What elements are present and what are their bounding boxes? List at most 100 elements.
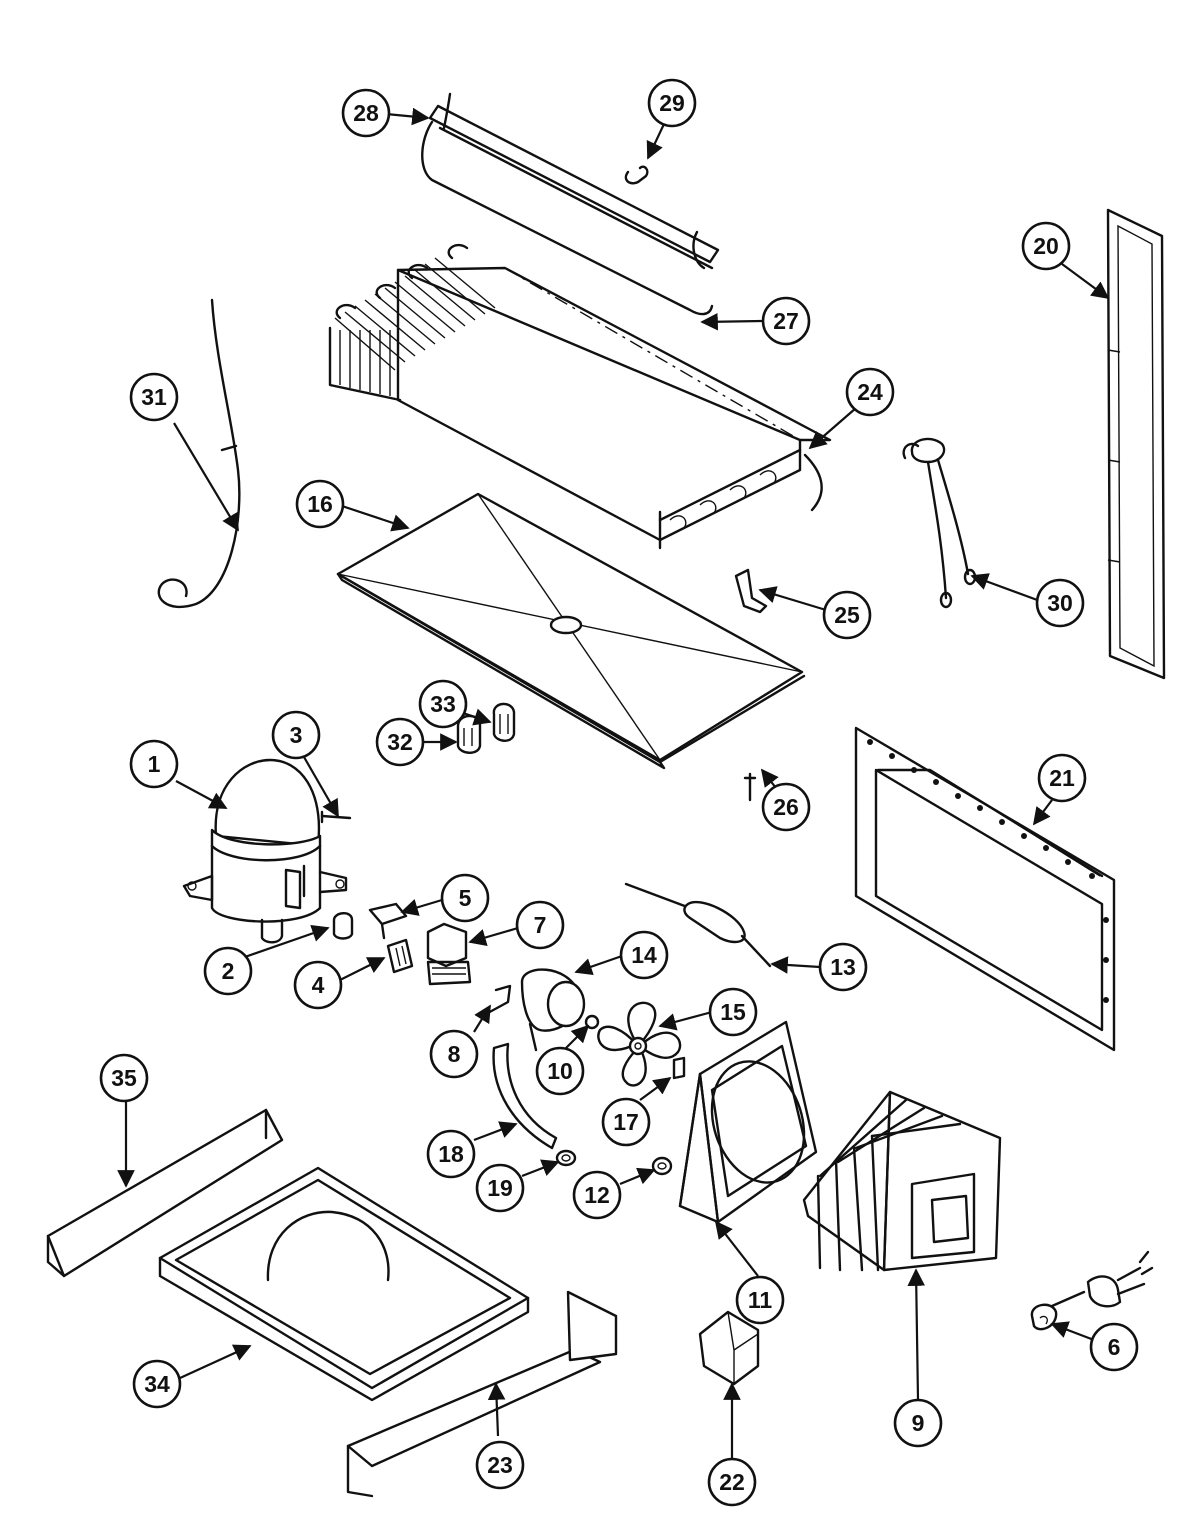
svg-text:16: 16: [307, 491, 333, 517]
fan-motor-part: [520, 968, 586, 1052]
grommet-part-19: [555, 1149, 577, 1167]
svg-text:23: 23: [487, 1452, 513, 1478]
drier-part: [624, 882, 772, 968]
svg-text:6: 6: [1108, 1334, 1121, 1360]
svg-text:15: 15: [720, 999, 746, 1025]
callout-16: 16: [295, 479, 345, 529]
svg-text:4: 4: [312, 972, 325, 998]
callout-30: 30: [1035, 578, 1085, 628]
svg-text:18: 18: [438, 1141, 464, 1167]
svg-text:12: 12: [584, 1182, 610, 1208]
bracket-part: [734, 568, 768, 614]
callout-6: 6: [1089, 1322, 1139, 1372]
callout-5: 5: [440, 873, 490, 923]
svg-text:35: 35: [111, 1065, 137, 1091]
gasket-part: [1106, 208, 1166, 680]
evaporator-part: [328, 243, 832, 550]
overload-part: [386, 938, 414, 974]
svg-text:10: 10: [547, 1058, 573, 1084]
fan-shroud-part: [678, 1020, 818, 1224]
callout-3: 3: [271, 710, 321, 760]
callout-25: 25: [822, 590, 872, 640]
callout-9: 9: [893, 1398, 943, 1448]
callout-33: 33: [418, 679, 468, 729]
strap-part: [492, 1042, 558, 1150]
callout-34: 34: [132, 1359, 182, 1409]
svg-text:25: 25: [834, 602, 860, 628]
base-panel-part: [346, 1290, 618, 1498]
callout-4: 4: [293, 960, 343, 1010]
svg-text:28: 28: [353, 100, 379, 126]
svg-text:32: 32: [387, 729, 413, 755]
grommet-part-32: [456, 714, 482, 754]
grommet-part-12: [651, 1156, 673, 1176]
callout-35: 35: [99, 1053, 149, 1103]
callout-14: 14: [619, 930, 669, 980]
callout-2: 2: [203, 946, 253, 996]
svg-text:29: 29: [659, 90, 685, 116]
svg-text:21: 21: [1049, 765, 1075, 791]
rail-part: [46, 1108, 284, 1278]
cover-part: [698, 1310, 760, 1386]
svg-text:19: 19: [487, 1175, 513, 1201]
callout-27: 27: [761, 296, 811, 346]
callout-31: 31: [129, 372, 179, 422]
svg-text:3: 3: [290, 722, 303, 748]
callout-10: 10: [535, 1046, 585, 1096]
callout-28: 28: [341, 88, 391, 138]
svg-text:5: 5: [459, 885, 472, 911]
svg-text:22: 22: [719, 1469, 745, 1495]
callout-21: 21: [1037, 753, 1087, 803]
drain-tube-part: [157, 298, 241, 609]
callout-8: 8: [429, 1029, 479, 1079]
svg-text:17: 17: [613, 1109, 639, 1135]
callout-32: 32: [375, 717, 425, 767]
clip-part: [624, 165, 649, 185]
callout-12: 12: [572, 1170, 622, 1220]
leader-lines: [117, 107, 1110, 1458]
callout-24: 24: [845, 367, 895, 417]
callout-7: 7: [515, 900, 565, 950]
svg-text:1: 1: [148, 751, 161, 777]
callout-19: 19: [475, 1163, 525, 1213]
callout-29: 29: [647, 78, 697, 128]
svg-text:24: 24: [857, 379, 883, 405]
svg-text:11: 11: [748, 1287, 773, 1313]
svg-text:2: 2: [222, 958, 235, 984]
callout-20: 20: [1021, 221, 1071, 271]
svg-text:13: 13: [830, 954, 856, 980]
svg-text:8: 8: [448, 1041, 461, 1067]
svg-text:27: 27: [773, 308, 799, 334]
condenser-part: [802, 1090, 1002, 1272]
callout-1: 1: [129, 739, 179, 789]
fan-blade-part: [597, 1001, 682, 1087]
callout-15: 15: [708, 987, 758, 1037]
drain-pan-part: [158, 1166, 530, 1402]
retainer-clip-part: [484, 984, 512, 1016]
svg-text:14: 14: [631, 942, 657, 968]
svg-text:20: 20: [1033, 233, 1059, 259]
svg-text:30: 30: [1047, 590, 1073, 616]
evaporator-cover-part: [336, 492, 806, 770]
callout-23: 23: [475, 1440, 525, 1490]
fan-clip-part: [672, 1056, 686, 1080]
thermostat-part: [902, 437, 977, 609]
svg-text:9: 9: [912, 1410, 925, 1436]
callout-11: 11: [735, 1275, 785, 1325]
callout-18: 18: [426, 1129, 476, 1179]
svg-text:7: 7: [534, 912, 547, 938]
callout-13: 13: [818, 942, 868, 992]
grommet-part-2: [332, 912, 354, 940]
grommet-part-33: [492, 702, 516, 742]
defrost-heater-part: [421, 92, 720, 316]
svg-text:26: 26: [773, 794, 799, 820]
svg-text:33: 33: [430, 691, 456, 717]
callout-22: 22: [707, 1457, 757, 1507]
callout-26: 26: [761, 782, 811, 832]
switch-part: [1030, 1250, 1154, 1331]
relay-part: [368, 902, 408, 940]
compressor-part: [182, 758, 348, 944]
callout-17: 17: [601, 1097, 651, 1147]
svg-text:34: 34: [144, 1371, 170, 1397]
